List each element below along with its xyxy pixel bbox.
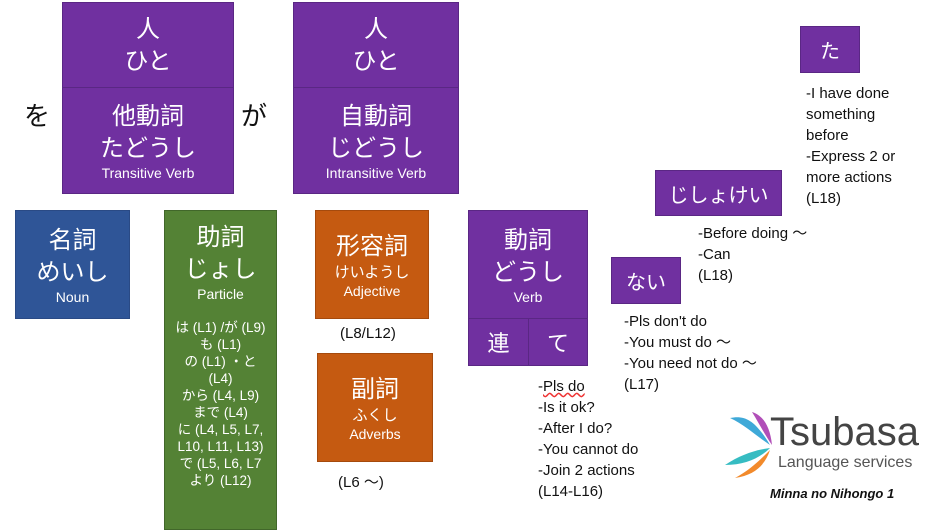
use-item: more actions	[806, 169, 892, 186]
use-item: -Join 2 actions	[538, 462, 635, 479]
kanji: 形容詞	[336, 231, 408, 260]
intransitive-verb-box: 自動詞じどうし Intransitive Verb	[293, 87, 459, 194]
ta-box: た	[800, 26, 860, 73]
jishokei-label: じしょけい	[668, 182, 769, 207]
use-text: Pls do	[543, 378, 585, 395]
kana: けいようし	[334, 262, 410, 281]
adverb-lessons: (L6 〜)	[338, 474, 384, 491]
particle-item: も (L1)	[199, 337, 242, 352]
jishokei-box: じしょけい	[655, 170, 782, 216]
kanji: 副詞	[351, 374, 399, 403]
kanji: 名詞	[48, 225, 97, 254]
verb-box: 動詞どうし Verb	[468, 210, 588, 319]
adjective-lessons: (L8/L12)	[340, 325, 396, 342]
particle-item: から (L4, L9)	[181, 388, 260, 403]
particle-item: L10, L11, L13)	[177, 439, 264, 454]
kana: じどうし	[328, 133, 424, 162]
kana: どうし	[492, 257, 564, 286]
english: Particle	[197, 286, 244, 302]
use-item: -After I do?	[538, 420, 613, 437]
top-kanji: 人	[136, 15, 160, 43]
te-uses: -Pls do -Is it ok? -After I do? -You can…	[538, 376, 638, 502]
use-item: (L18)	[698, 267, 734, 284]
english: Transitive Verb	[101, 164, 195, 181]
use-item: -Express 2 or	[806, 148, 896, 165]
top-kanji: 人	[364, 15, 388, 43]
use-item: -Pls do	[538, 378, 585, 395]
top-kana: ひと	[352, 47, 400, 75]
kana: めいし	[36, 257, 109, 286]
nai-label: ない	[626, 270, 666, 294]
particle-item: より (L12)	[189, 473, 252, 488]
english: Verb	[513, 288, 543, 305]
use-item: -I have done	[806, 85, 890, 102]
top-kana: ひと	[124, 47, 172, 75]
use-item: -Before doing 〜	[698, 225, 808, 242]
particle-item: に (L4, L5, L7,	[177, 422, 264, 437]
use-item: -You must do 〜	[624, 334, 731, 351]
particle-list: は (L1) /が (L9) も (L1) の (L1) ・と (L4) から …	[175, 319, 265, 489]
use-item: -Pls don't do	[624, 313, 707, 330]
noun-box: 名詞めいし Noun	[15, 210, 130, 319]
transitive-verb-box: 他動詞たどうし Transitive Verb	[62, 87, 234, 194]
particle-ga: が	[241, 102, 268, 132]
ta-label: た	[820, 39, 840, 63]
footer-text: Minna no Nihongo 1	[770, 486, 895, 501]
te-box: て	[528, 318, 588, 366]
transitive-person-box: 人ひと	[62, 2, 234, 88]
use-item: something	[806, 106, 876, 123]
kana: ふくし	[352, 405, 398, 424]
use-item: -Can	[698, 246, 731, 263]
english: Intransitive Verb	[325, 164, 427, 181]
ren-box: 連	[468, 318, 529, 366]
particle-item: の (L1) ・と	[184, 354, 257, 369]
footer-title: Minna no Nihongo 1	[770, 486, 894, 501]
use-item: before	[806, 127, 849, 144]
nai-uses: -Pls don't do -You must do 〜 -You need n…	[624, 311, 757, 395]
particle-wo: を	[24, 102, 51, 132]
use-item: -Is it ok?	[538, 399, 595, 416]
ren-label: 連	[487, 332, 510, 357]
english: Adverbs	[349, 425, 401, 442]
kanji: 自動詞	[340, 101, 412, 130]
logo-tagline: Language services	[778, 454, 913, 471]
particle-item: で (L5, L6, L7	[179, 456, 262, 471]
kanji: 助詞	[196, 223, 245, 251]
kanji: 動詞	[504, 225, 552, 254]
kana: じょし	[184, 255, 257, 283]
particle-item: まで (L4)	[193, 405, 248, 420]
jishokei-uses: -Before doing 〜 -Can (L18)	[698, 223, 807, 286]
nai-box: ない	[611, 257, 681, 304]
particle-item: (L4)	[208, 371, 233, 386]
particle-box: 助詞じょし Particle は (L1) /が (L9) も (L1) の (L…	[164, 210, 277, 530]
use-item: -You need not do 〜	[624, 355, 757, 372]
logo-name: Tsubasa	[770, 410, 919, 454]
use-item: -You cannot do	[538, 441, 639, 458]
wing-icon	[725, 412, 772, 478]
english: Adjective	[343, 282, 401, 299]
kanji: 他動詞	[112, 101, 184, 130]
te-label: て	[546, 332, 569, 357]
use-item: (L18)	[806, 190, 842, 207]
use-item: (L17)	[624, 376, 660, 393]
use-item: (L14-L16)	[538, 483, 604, 500]
kana: たどうし	[100, 133, 196, 162]
particle-item: は (L1) /が (L9)	[175, 320, 266, 335]
english: Noun	[55, 288, 90, 305]
intransitive-person-box: 人ひと	[293, 2, 459, 88]
ta-uses: -I have done something before -Express 2…	[806, 83, 895, 209]
tsubasa-logo: Tsubasa Language services	[720, 410, 930, 480]
